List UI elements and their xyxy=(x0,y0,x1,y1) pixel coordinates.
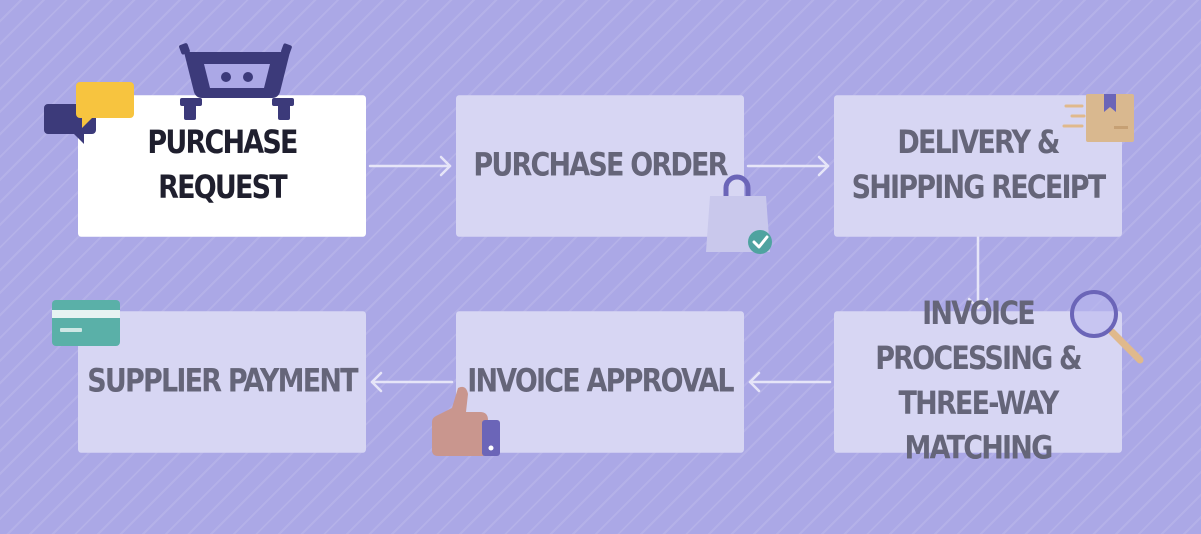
step-label: PURCHASE ORDER xyxy=(473,147,728,184)
arrow-order-to-delivery xyxy=(746,155,830,177)
check-icon xyxy=(748,230,772,254)
shopping-bag-icon xyxy=(706,174,772,254)
chat-bubbles-icon xyxy=(44,82,134,144)
step-purchase-order: PURCHASE ORDER xyxy=(456,95,744,237)
robot-cart-icon xyxy=(179,43,294,120)
step-invoice-processing-matching: INVOICE PROCESSING & THREE-WAY MATCHING xyxy=(834,296,1122,467)
arrow-approval-to-payment xyxy=(370,371,454,393)
step-purchase-request: PURCHASE REQUEST xyxy=(78,95,366,237)
step-label: INVOICE PROCESSING & THREE-WAY MATCHING xyxy=(875,295,1082,467)
thumbs-up-icon xyxy=(432,386,500,456)
parcel-icon xyxy=(1062,94,1134,142)
step-label: PURCHASE REQUEST xyxy=(147,124,298,207)
arrow-request-to-order xyxy=(368,155,452,177)
step-invoice-approval: INVOICE APPROVAL xyxy=(456,311,744,453)
credit-card-icon xyxy=(52,300,120,346)
arrow-processing-to-approval xyxy=(748,371,832,393)
step-label: SUPPLIER PAYMENT xyxy=(87,363,358,400)
step-label: DELIVERY & SHIPPING RECEIPT xyxy=(851,124,1107,207)
arrow-delivery-to-invoice-processing xyxy=(967,227,989,310)
step-label: INVOICE APPROVAL xyxy=(467,363,734,400)
step-delivery-shipping-receipt: DELIVERY & SHIPPING RECEIPT xyxy=(834,95,1122,237)
step-supplier-payment: SUPPLIER PAYMENT xyxy=(78,311,366,453)
magnifier-icon xyxy=(1070,290,1144,364)
